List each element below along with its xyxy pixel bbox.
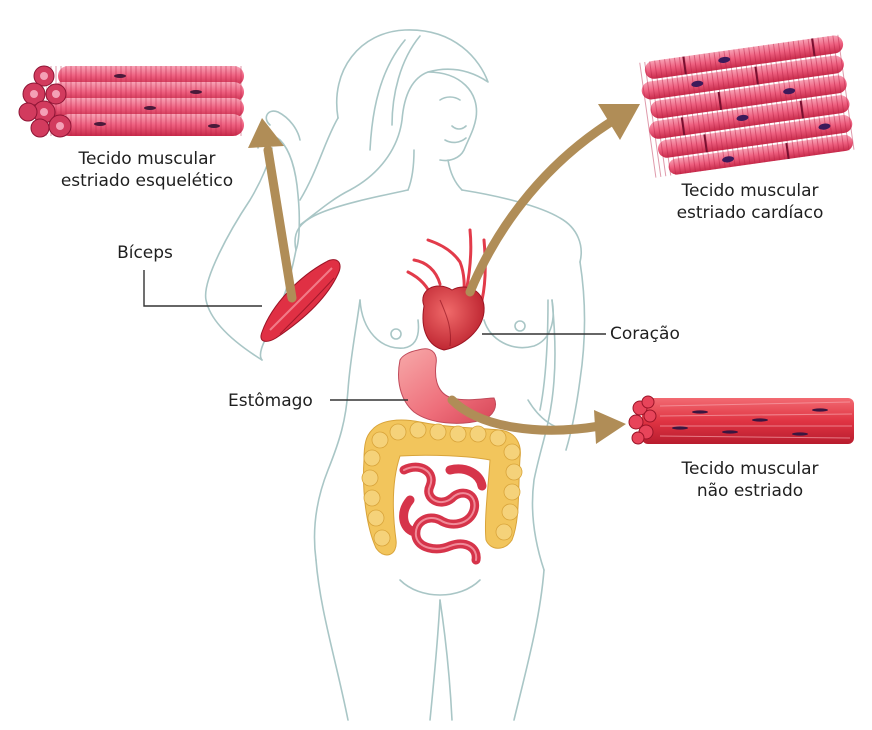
cardiac-tissue-label-line1: Tecido muscular (681, 181, 819, 201)
stomach-label: Estômago (228, 391, 313, 411)
stomach-organ (398, 348, 496, 424)
skeletal-tissue-label-line2: estriado esquelético (60, 171, 234, 191)
skeletal-tissue-label-line1: Tecido muscular (78, 149, 216, 169)
fat-bumps (361, 421, 523, 547)
biceps-label: Bíceps (117, 243, 173, 263)
smooth-tissue-label-line1: Tecido muscular (681, 459, 819, 479)
arrowhead-smooth (594, 410, 626, 444)
heart-label: Coração (610, 324, 680, 344)
heart-organ (422, 285, 485, 351)
skeletal-tissue-label: Tecido muscular estriado esquelético (52, 148, 242, 192)
arrowhead-skeletal (248, 118, 284, 148)
smooth-muscle-illustration (628, 395, 854, 445)
arrow-heart-to-cardiac (465, 115, 619, 297)
skeletal-muscle-illustration (18, 65, 244, 138)
smooth-tissue-label-line2: não estriado (696, 481, 804, 501)
biceps-muscle (260, 259, 341, 342)
cardiac-tissue-label: Tecido muscular estriado cardíaco (650, 180, 850, 224)
biceps-leader-line (143, 270, 262, 307)
leader-lines (143, 270, 606, 401)
arrow-biceps-to-skeletal (263, 145, 297, 303)
arrow-stomach-to-smooth (447, 395, 605, 435)
cardiac-tissue-label-line2: estriado cardíaco (676, 203, 824, 223)
cardiac-muscle-illustration (637, 34, 858, 178)
smooth-tissue-label: Tecido muscular não estriado (650, 458, 850, 502)
arrowhead-cardiac (598, 104, 640, 140)
